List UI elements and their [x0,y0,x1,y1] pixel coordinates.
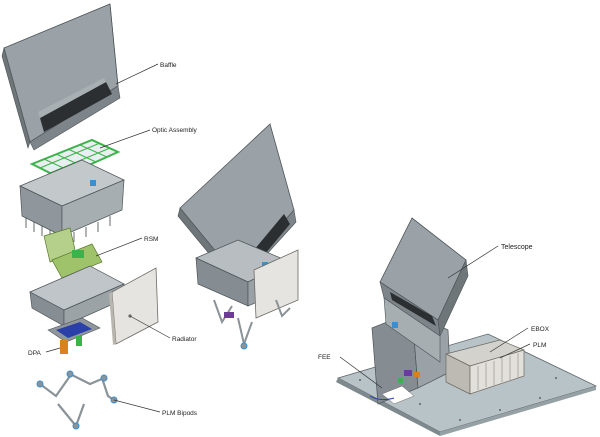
assembled-instrument [177,123,299,350]
rsm-part [43,227,103,279]
label-radiator: Radiator [172,336,197,343]
structure-block-part [19,159,125,246]
label-fee: FEE [318,354,331,361]
baffle-part [1,3,121,151]
label-optic-assembly: Optic Assembly [152,127,198,134]
radiator-part [109,267,159,345]
integrated-callouts: Telescope EBOX PLM FEE [318,244,550,389]
integrated-platform-view: Telescope EBOX PLM FEE [318,217,598,436]
label-telescope: Telescope [501,244,533,251]
exploded-callouts: Baffle Optic Assembly RSM Radiator DPA P… [28,62,198,417]
plm-bipods-part [36,370,118,430]
label-plm: PLM [533,342,546,349]
label-dpa: DPA [28,350,42,357]
label-baffle: Baffle [160,62,177,69]
lower-structure-part [29,265,125,327]
label-rsm: RSM [144,236,158,243]
dpa-part [47,317,101,354]
label-plm-bipods: PLM Bipods [162,410,198,417]
label-ebox: EBOX [531,326,550,333]
exploded-view: Baffle Optic Assembly RSM Radiator DPA P… [1,3,198,430]
